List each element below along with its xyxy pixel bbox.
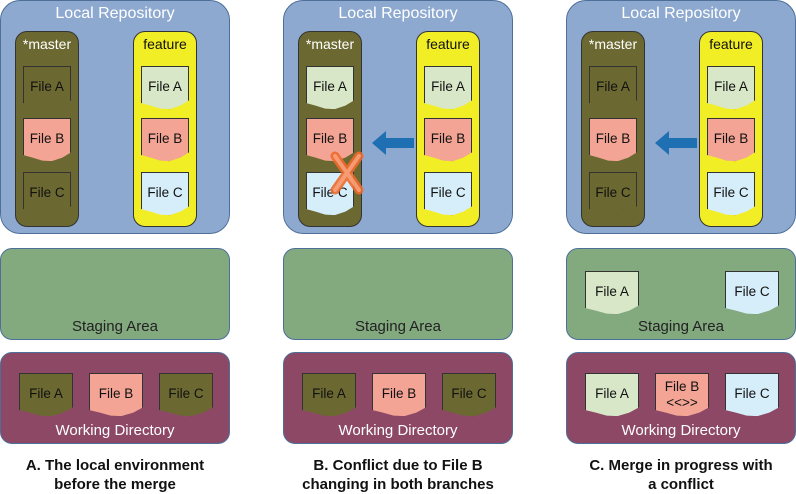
branch-label: *master (588, 36, 638, 52)
branch-label: feature (426, 36, 470, 52)
branch-master: *master File A File B File C (298, 31, 364, 227)
file-b: File B (89, 373, 143, 417)
branch-label: *master (305, 36, 355, 52)
panel-b: Local Repository *master File A File B F… (283, 0, 513, 493)
file-b-conflicted: File B <<>> (655, 373, 709, 417)
local-repository: Local Repository *master File A File B F… (566, 0, 796, 234)
conflict-marker: <<>> (666, 395, 698, 410)
repo-title: Local Repository (621, 5, 741, 22)
staging-label: Staging Area (355, 318, 441, 335)
file-b-name: File B (664, 379, 700, 394)
file-b: File B (707, 118, 755, 162)
caption-line: A. The local environment (25, 457, 205, 474)
file-a: File A (23, 66, 71, 110)
repo-title: Local Repository (55, 5, 175, 22)
file-b: File B (23, 118, 71, 162)
file-c: File C (725, 373, 779, 417)
local-repository: Local Repository *master File A File B F… (283, 0, 513, 234)
file-c: File C (589, 172, 637, 216)
file-a: File A (585, 271, 639, 315)
workdir-label: Working Directory (338, 422, 458, 439)
workdir-label: Working Directory (55, 422, 175, 439)
caption-line: C. Merge in progress with (589, 457, 773, 474)
workdir-label: Working Directory (621, 422, 741, 439)
caption-b: B. Conflict due to File B changing in bo… (263, 456, 533, 494)
branch-label: *master (22, 36, 72, 52)
file-b: File B (372, 373, 426, 417)
staging-label: Staging Area (72, 318, 158, 335)
branch-feature: feature File A File B File C (416, 31, 480, 227)
file-a: File A (306, 66, 354, 110)
file-b: File B (141, 118, 189, 162)
branch-feature: feature File A File B File C (133, 31, 197, 227)
branch-feature: feature File A File B File C (699, 31, 763, 227)
panel-a: Local Repository *master File A File B F… (0, 0, 230, 493)
file-c: File C (159, 373, 213, 417)
working-directory: File A File B File C Working Directory (0, 352, 230, 444)
arrow-left-icon (372, 131, 414, 155)
working-directory: File A File B <<>> File C Working Direct… (566, 352, 796, 444)
branch-master: *master File A File B File C (15, 31, 79, 227)
staging-label: Staging Area (638, 318, 724, 335)
file-c: File C (442, 373, 496, 417)
file-c: File C (725, 271, 779, 315)
arrow-left-icon (655, 131, 697, 155)
caption-line: B. Conflict due to File B (313, 457, 483, 474)
file-a: File A (585, 373, 639, 417)
file-a: File A (424, 66, 472, 110)
x-mark-icon (330, 151, 364, 195)
file-c: File C (23, 172, 71, 216)
working-directory: File A File B File C Working Directory (283, 352, 513, 444)
file-a: File A (19, 373, 73, 417)
staging-area: Staging Area (283, 248, 513, 340)
file-a: File A (589, 66, 637, 110)
panel-c: Local Repository *master File A File B F… (566, 0, 796, 493)
caption-line: a conflict (648, 476, 714, 493)
staging-area: File A File C Staging Area (566, 248, 796, 340)
repo-title: Local Repository (338, 5, 458, 22)
caption-line: before the merge (54, 476, 176, 493)
file-c: File C (707, 172, 755, 216)
file-c: File C (424, 172, 472, 216)
file-a: File A (302, 373, 356, 417)
file-b: File B (424, 118, 472, 162)
branch-label: feature (143, 36, 187, 52)
branch-master: *master File A File B File C (581, 31, 645, 227)
local-repository: Local Repository *master File A File B F… (0, 0, 230, 234)
file-a: File A (707, 66, 755, 110)
file-c: File C (141, 172, 189, 216)
file-b: File B (589, 118, 637, 162)
caption-a: A. The local environment before the merg… (0, 456, 250, 494)
file-b: File B (306, 118, 354, 162)
branch-label: feature (709, 36, 753, 52)
staging-area: Staging Area (0, 248, 230, 340)
caption-line: changing in both branches (302, 476, 494, 493)
caption-c: C. Merge in progress with a conflict (546, 456, 796, 494)
file-a: File A (141, 66, 189, 110)
